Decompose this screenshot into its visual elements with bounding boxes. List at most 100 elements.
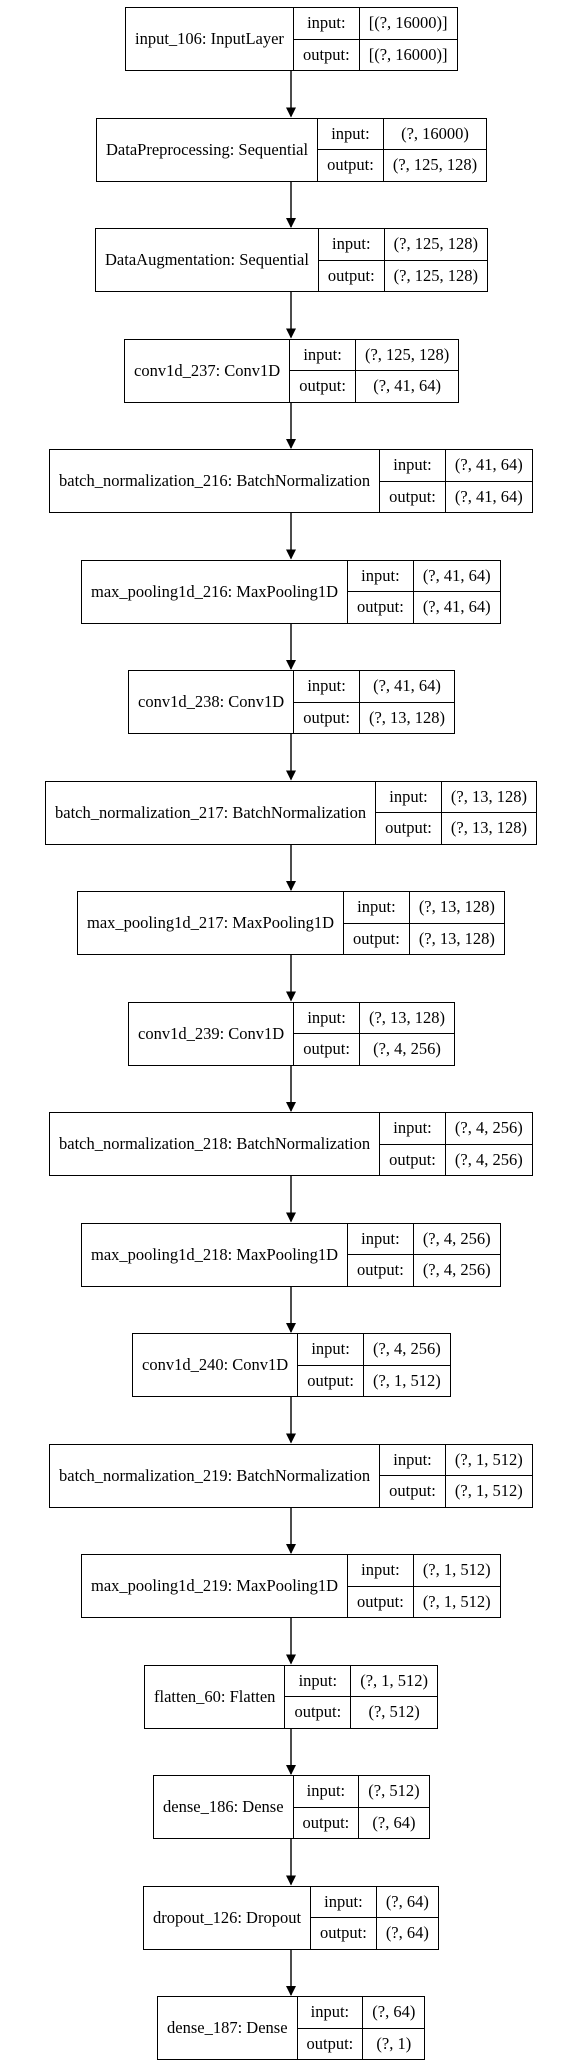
layer-node: batch_normalization_218: BatchNormalizat…	[49, 1112, 533, 1176]
io-labels: input:output:	[311, 1886, 377, 1949]
input-shape: (?, 64)	[363, 1997, 425, 2029]
input-shape: (?, 1, 512)	[413, 1555, 500, 1587]
output-shape: (?, 41, 64)	[454, 486, 523, 506]
output-shape: (?, 41, 64)	[422, 597, 491, 617]
output-label: output:	[299, 376, 346, 396]
io-labels: input:output:	[344, 892, 410, 954]
layer-name: max_pooling1d_218: MaxPooling1D	[82, 1223, 349, 1286]
io-labels: input:output:	[318, 118, 384, 181]
input-shape: (?, 4, 256)	[413, 1224, 500, 1255]
input-shape: (?, 13, 128)	[441, 782, 536, 813]
output-shape: (?, 1, 512)	[422, 1591, 491, 1611]
input-shape: (?, 41, 64)	[413, 561, 500, 592]
layer-name: DataPreprocessing: Sequential	[97, 118, 319, 181]
io-values: (?, 41, 64) (?, 41, 64)	[413, 561, 500, 623]
input-shape: (?, 4, 256)	[445, 1113, 532, 1145]
input-shape: (?, 41, 64)	[445, 450, 532, 482]
input-label: input:	[290, 340, 355, 371]
output-shape: (?, 1)	[376, 2033, 412, 2053]
input-label: input:	[285, 1666, 351, 1697]
input-label: input:	[380, 1445, 445, 1476]
io-values: (?, 512)(?, 64)	[359, 1776, 429, 1838]
output-shape: (?, 125, 128)	[393, 265, 478, 285]
input-shape: (?, 1, 512)	[351, 1666, 438, 1697]
layer-name: batch_normalization_218: BatchNormalizat…	[50, 1113, 381, 1175]
output-shape: (?, 4, 256)	[422, 1260, 491, 1280]
io-values: (?, 41, 64) (?, 41, 64)	[445, 450, 532, 512]
input-label: input:	[294, 671, 359, 703]
layer-name: flatten_60: Flatten	[145, 1665, 286, 1728]
output-label: output:	[307, 1370, 354, 1390]
io-labels: input: output:	[348, 1555, 414, 1617]
io-labels: input:output:	[293, 8, 360, 70]
io-values: (?, 16000)(?, 125, 128)	[383, 119, 487, 181]
io-values: (?, 13, 128) (?, 13, 128)	[441, 782, 536, 844]
layer-node: batch_normalization_217: BatchNormalizat…	[45, 780, 537, 845]
output-label: output:	[327, 265, 375, 285]
input-label: input:	[318, 119, 383, 150]
output-shape: [(?, 16000)]	[368, 44, 448, 64]
input-label: input:	[318, 229, 384, 261]
io-labels: input: output:	[318, 229, 385, 291]
layer-name: max_pooling1d_217: MaxPooling1D	[78, 892, 345, 954]
io-values: (?, 64) (?, 64)	[376, 1887, 438, 1949]
input-label: input:	[348, 1224, 413, 1255]
io-values: (?, 1, 512) (?, 1, 512)	[445, 1445, 532, 1507]
layer-name: conv1d_238: Conv1D	[129, 671, 295, 733]
input-shape: (?, 125, 128)	[355, 340, 459, 371]
input-label: input:	[293, 1776, 359, 1808]
output-shape: (?, 1, 512)	[454, 1481, 523, 1501]
io-labels: input:output:	[294, 671, 360, 733]
input-shape: [(?, 16000)]	[359, 8, 457, 40]
io-labels: input:output:	[380, 450, 446, 512]
input-label: input:	[348, 1555, 413, 1587]
layer-name: max_pooling1d_216: MaxPooling1D	[82, 560, 349, 623]
input-label: input:	[294, 1003, 359, 1034]
output-shape: (?, 13, 128)	[368, 707, 446, 727]
output-shape: (?, 13, 128)	[450, 818, 527, 838]
io-labels: input: output:	[290, 339, 356, 402]
layer-name: max_pooling1d_219: MaxPooling1D	[82, 1555, 349, 1617]
layer-name: batch_normalization_217: BatchNormalizat…	[46, 781, 377, 844]
input-shape: (?, 41, 64)	[359, 671, 455, 703]
input-label: input:	[311, 1887, 376, 1918]
io-values: (?, 1, 512)(?, 512)	[351, 1666, 438, 1728]
io-values: (?, 41, 64) (?, 13, 128)	[359, 671, 455, 733]
output-label: output:	[353, 928, 400, 948]
output-shape: (?, 64)	[385, 1923, 429, 1943]
io-values: (?, 125, 128) (?, 125, 128)	[384, 229, 487, 291]
input-shape: (?, 13, 128)	[409, 892, 504, 924]
output-label: output:	[389, 486, 436, 506]
input-shape: (?, 1, 512)	[445, 1445, 532, 1476]
output-shape: (?, 4, 256)	[373, 1039, 441, 1059]
output-label: output:	[294, 1702, 342, 1722]
output-label: output:	[357, 1260, 404, 1280]
io-values: (?, 13, 128) (?, 4, 256)	[359, 1003, 455, 1065]
io-values: (?, 4, 256) (?, 4, 256)	[413, 1224, 500, 1286]
io-values: [(?, 16000)] [(?, 16000)]	[359, 8, 457, 70]
input-shape: (?, 125, 128)	[384, 229, 487, 261]
input-shape: (?, 64)	[376, 1887, 438, 1918]
input-label: input:	[298, 1334, 363, 1366]
layer-node: batch_normalization_216: BatchNormalizat…	[49, 449, 533, 513]
output-shape: (?, 41, 64)	[373, 376, 442, 396]
layer-name: conv1d_240: Conv1D	[133, 1334, 299, 1396]
output-label: output:	[357, 1591, 404, 1611]
layer-node: batch_normalization_219: BatchNormalizat…	[49, 1443, 533, 1508]
io-labels: input: output:	[285, 1665, 352, 1728]
input-shape: (?, 512)	[359, 1776, 429, 1808]
io-values: (?, 1, 512) (?, 1, 512)	[413, 1555, 500, 1617]
input-label: input:	[297, 1997, 363, 2029]
io-labels: input:output:	[294, 1002, 360, 1065]
io-labels: input:output:	[380, 1444, 446, 1507]
input-shape: (?, 13, 128)	[359, 1003, 455, 1034]
